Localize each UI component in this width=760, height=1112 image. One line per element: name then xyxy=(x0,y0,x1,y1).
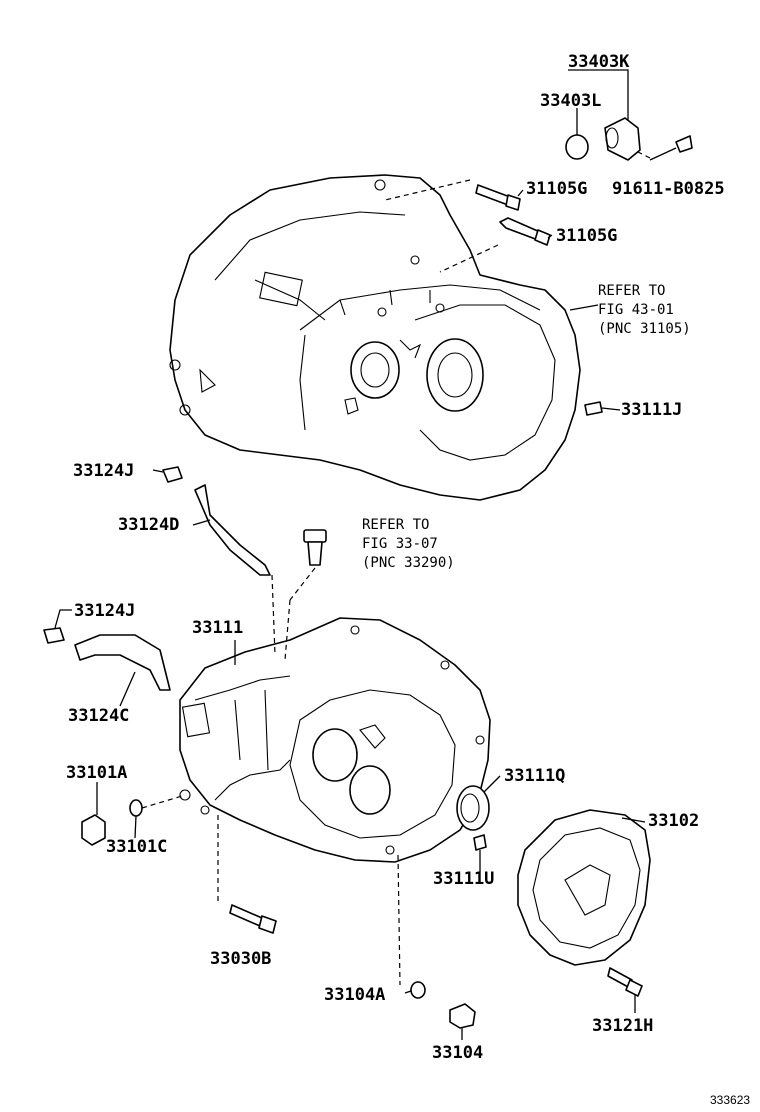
label-33102: 33102 xyxy=(648,811,699,831)
refer-note-43-01: REFER TO FIG 43-01 (PNC 31105) xyxy=(598,283,691,337)
label-33030b: 33030B xyxy=(210,949,271,969)
label-33104: 33104 xyxy=(432,1043,483,1063)
bolt-33124j-upper xyxy=(162,466,183,483)
label-33124c: 33124C xyxy=(68,706,129,726)
refer-note-line: FIG 33-07 xyxy=(362,536,438,552)
gasket-33104a xyxy=(410,981,426,999)
refer-note-line: REFER TO xyxy=(362,517,429,533)
bolt-31105g-a xyxy=(475,184,521,211)
label-33111q: 33111Q xyxy=(504,766,565,786)
label-31105g-b: 31105G xyxy=(556,226,617,246)
bracket-33124d xyxy=(194,484,271,576)
o-ring-33403l xyxy=(565,134,589,160)
plug-33101a xyxy=(81,814,106,846)
lower-transmission-case xyxy=(179,617,491,863)
refer-note-line: REFER TO xyxy=(598,283,665,299)
breather-plug xyxy=(303,529,327,566)
label-33101c: 33101C xyxy=(106,837,167,857)
pin-33111j xyxy=(584,401,603,416)
label-33104a: 33104A xyxy=(324,985,385,1005)
part-33111u xyxy=(473,834,487,851)
figure-number: 333623 xyxy=(710,1093,750,1107)
assembly-lines xyxy=(141,151,651,986)
refer-note-line: (PNC 31105) xyxy=(598,321,691,337)
part-labels: 33403K 33403L 31105G 91611-B0825 31105G … xyxy=(66,52,725,1063)
bolt-91611 xyxy=(649,135,693,161)
bolt-33121h xyxy=(607,967,643,997)
bolt-33030b xyxy=(229,904,277,934)
label-33124j-b: 33124J xyxy=(74,601,135,621)
bracket-33124c xyxy=(74,634,171,691)
label-33403k: 33403K xyxy=(568,52,630,72)
upper-transmission-case xyxy=(169,174,581,501)
label-33101a: 33101A xyxy=(66,763,127,783)
oil-seal-33111q xyxy=(456,785,490,831)
label-91611: 91611-B0825 xyxy=(612,179,725,199)
label-33121h: 33121H xyxy=(592,1016,653,1036)
gasket-33101c xyxy=(129,799,143,817)
label-33124j-a: 33124J xyxy=(73,461,134,481)
sleeve-33403k xyxy=(604,117,641,161)
label-33124d: 33124D xyxy=(118,515,179,535)
refer-note-line: FIG 43-01 xyxy=(598,302,674,318)
label-33111j: 33111J xyxy=(621,400,682,420)
refer-note-line: (PNC 33290) xyxy=(362,555,455,571)
label-31105g-a: 31105G xyxy=(526,179,587,199)
label-33111: 33111 xyxy=(192,618,243,638)
leader-lines xyxy=(54,69,646,1040)
label-33111u: 33111U xyxy=(433,869,494,889)
bolt-33124j-lower xyxy=(43,627,65,644)
label-33403l: 33403L xyxy=(540,91,601,111)
refer-note-33-07: REFER TO FIG 33-07 (PNC 33290) xyxy=(362,517,455,571)
side-cover xyxy=(517,809,651,966)
bolt-31105g-b xyxy=(499,217,551,246)
plug-33104 xyxy=(449,1003,476,1029)
